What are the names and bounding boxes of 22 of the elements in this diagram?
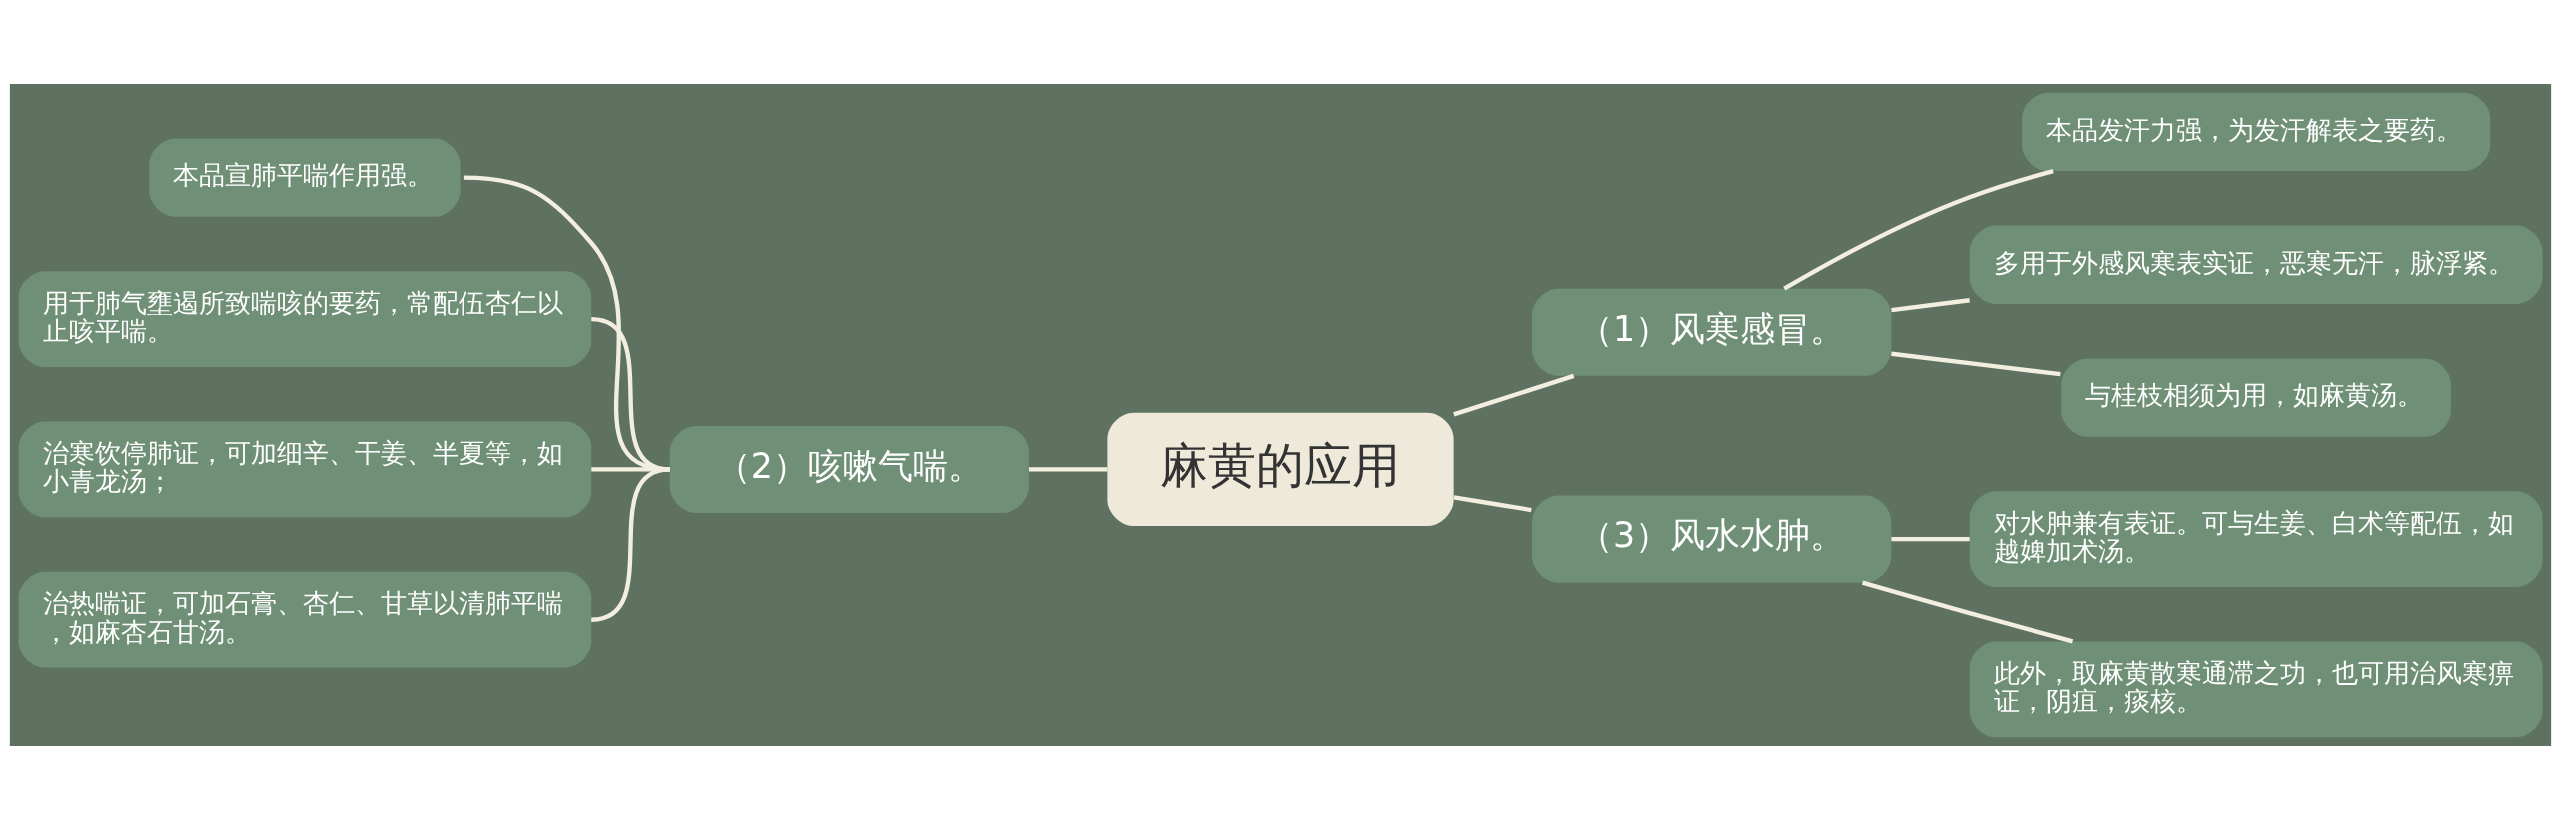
connector	[1861, 580, 2073, 644]
connector	[1452, 495, 1532, 513]
connector	[590, 467, 670, 622]
node-box: 本品发汗力强，为发汗解表之要药。	[2021, 92, 2490, 172]
node-box: （3）风水水肿。	[1531, 495, 1891, 583]
node-box: 此外，取麻黄散寒通滞之功，也可用治风寒痹证，阴疽，痰核。	[1969, 641, 2542, 738]
node-box: 对水肿兼有表证。可与生姜、白术等配伍，如越婢加术汤。	[1969, 491, 2542, 588]
node-box: 治热喘证，可加石膏、杏仁、甘草以清肺平喘，如麻杏石甘汤。	[18, 571, 591, 668]
node-box: 与桂枝相须为用，如麻黄汤。	[2060, 358, 2451, 437]
node-box: （2）咳嗽气喘。	[669, 425, 1029, 513]
node-box: 多用于外感风寒表实证，恶寒无汗，脉浮紧。	[1969, 225, 2542, 304]
connector	[1028, 467, 1107, 472]
connector	[1890, 536, 1970, 542]
connector	[1782, 169, 2054, 291]
node-box: 本品宣肺平喘作用强。	[148, 138, 461, 217]
connector	[1890, 351, 2061, 377]
node-box: 麻黄的应用	[1106, 412, 1454, 527]
connector	[1890, 298, 1970, 313]
node-box: 治寒饮停肺证，可加细辛、干姜、半夏等，如小青龙汤；	[18, 421, 591, 518]
node-box: （1）风寒感冒。	[1531, 288, 1891, 376]
connector	[1452, 373, 1574, 417]
node-box: 用于肺气壅遏所致喘咳的要药，常配伍杏仁以止咳平喘。	[18, 271, 591, 368]
